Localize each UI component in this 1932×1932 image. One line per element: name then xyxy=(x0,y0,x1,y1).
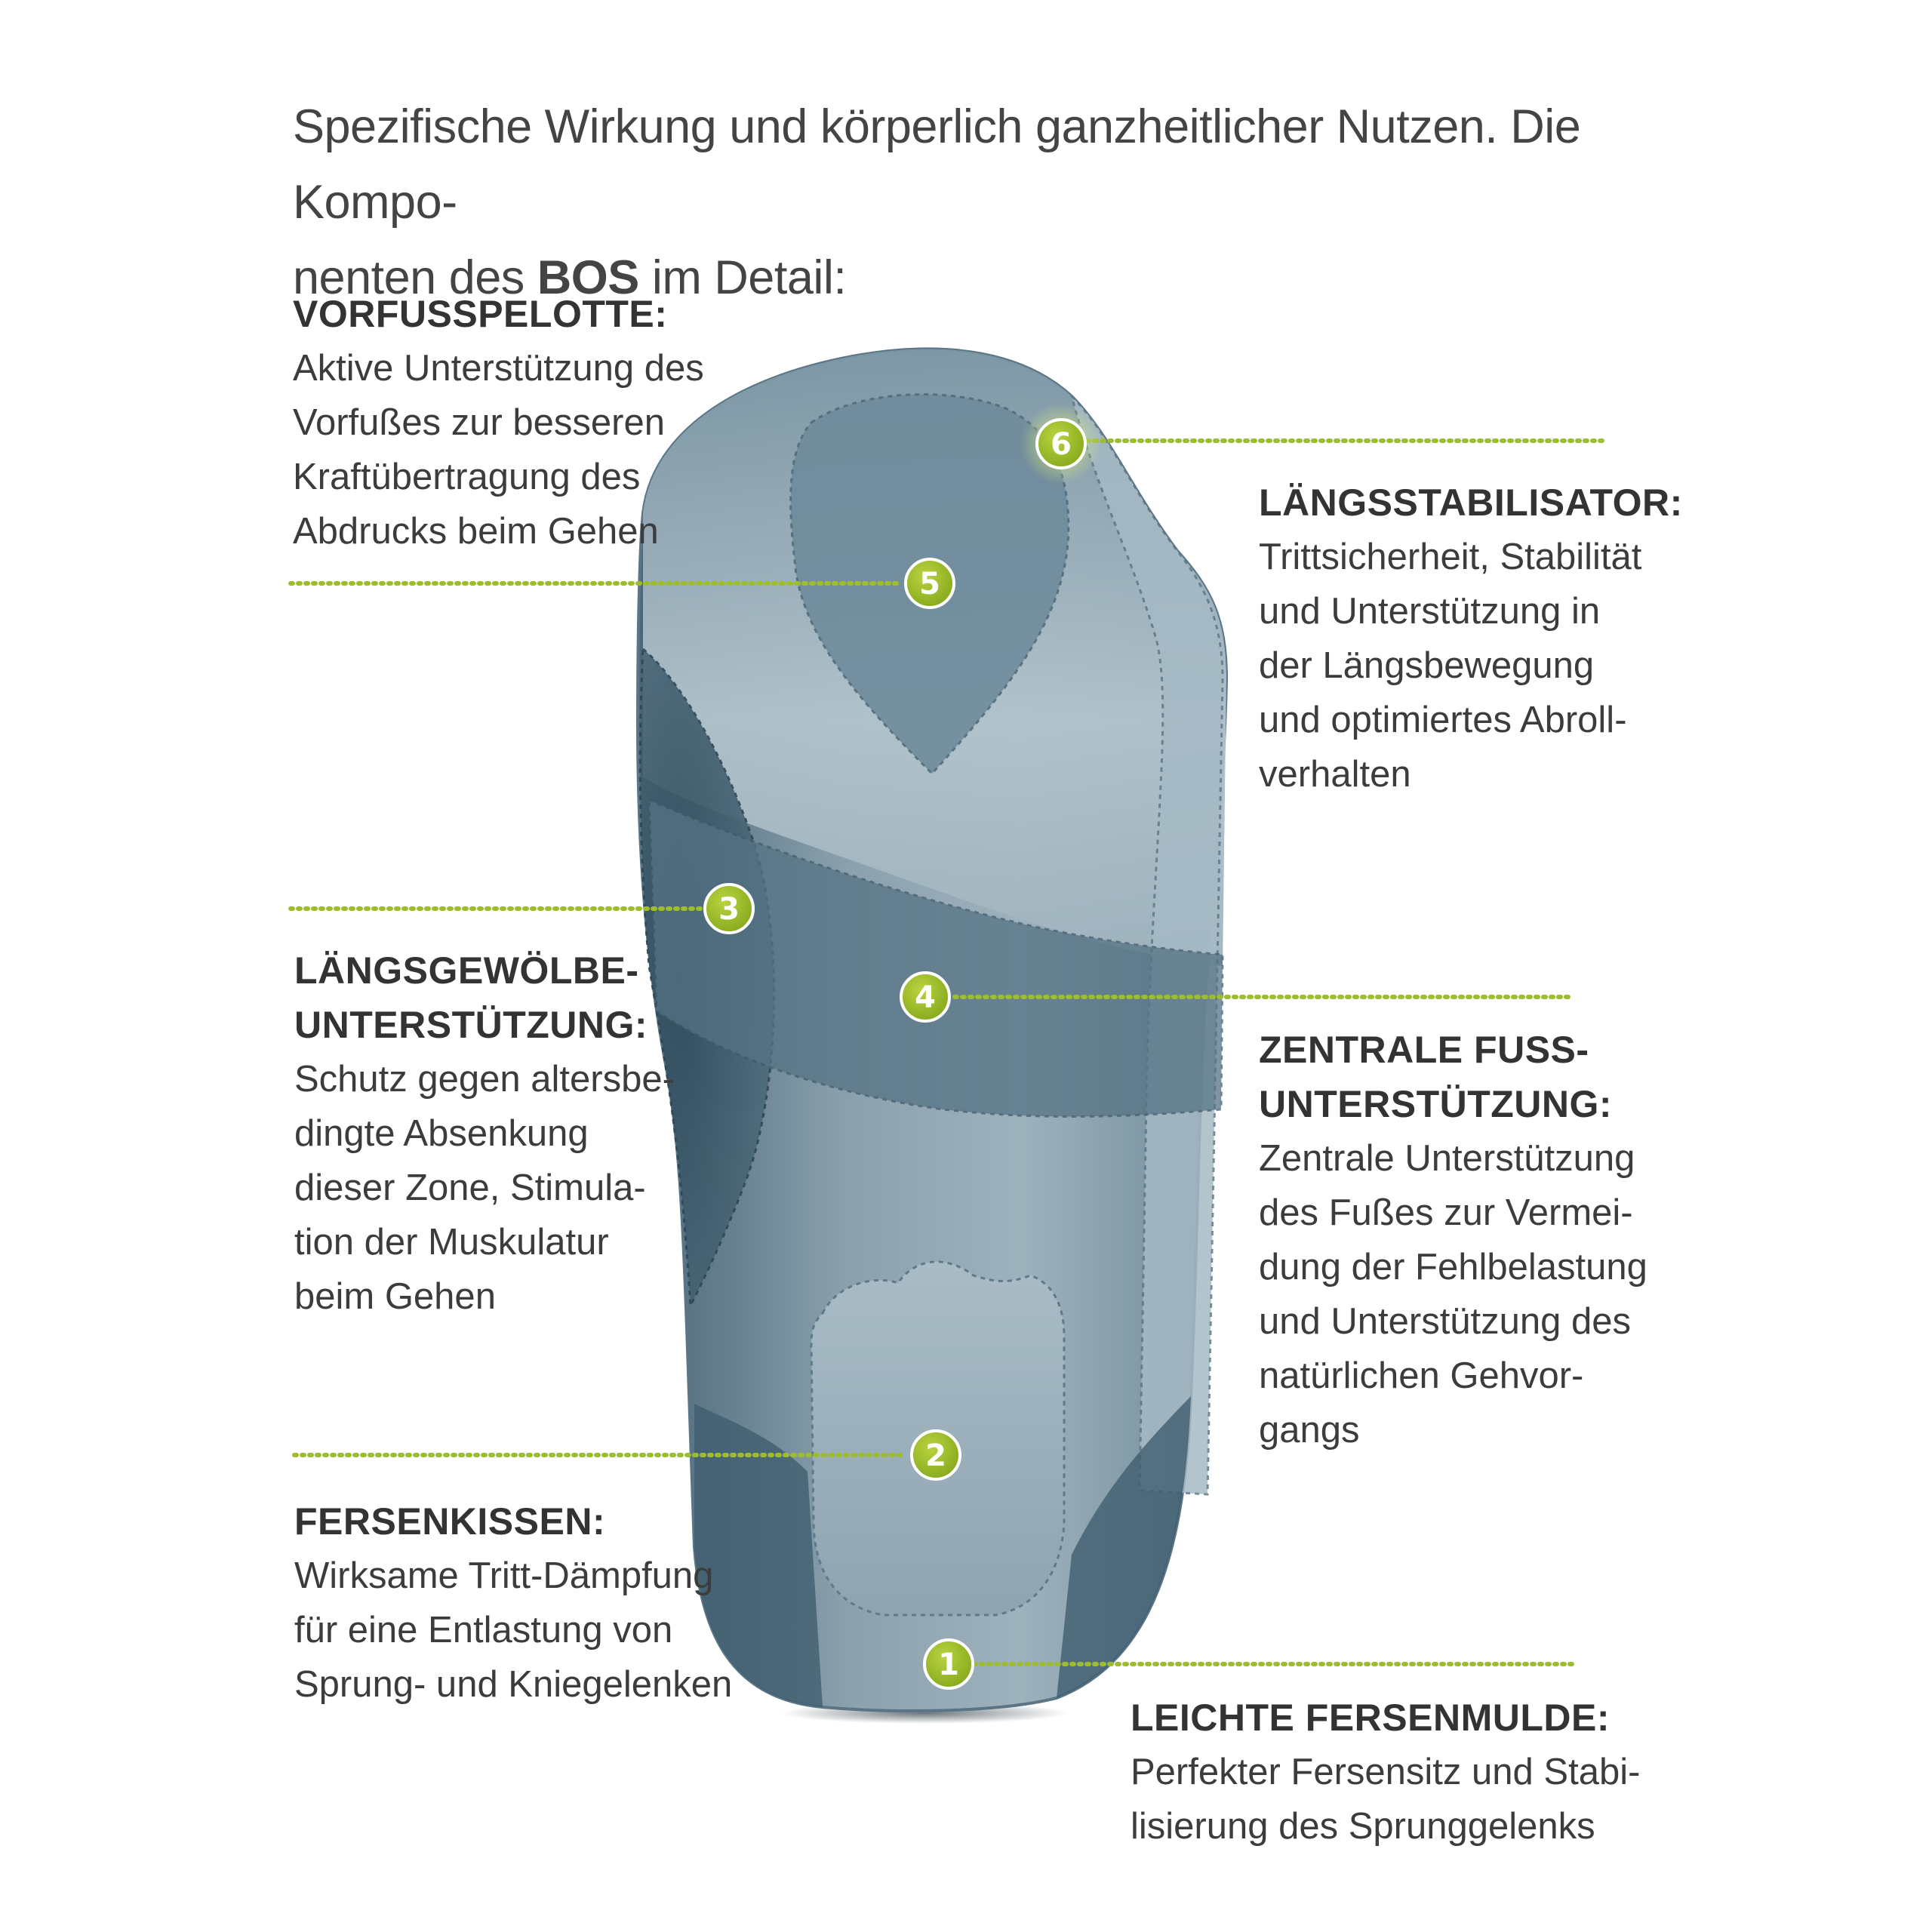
label-laengsstabilisator-line-5: verhalten xyxy=(1259,754,1411,795)
label-laengsgewoelbe-title-1: LÄNGSGEWÖLBE- xyxy=(294,949,639,992)
marker-4-number: 4 xyxy=(915,980,936,1015)
label-fersenmulde-line-2: lisierung des Sprunggelenks xyxy=(1131,1806,1595,1847)
marker-4: 4 xyxy=(900,971,951,1023)
label-fersenkissen-line-2: für eine Entlastung von xyxy=(294,1610,673,1651)
label-laengsstabilisator-line-4: und optimiertes Abroll- xyxy=(1259,700,1627,740)
label-zentrale-line-4: und Unterstützung des xyxy=(1259,1301,1632,1342)
label-laengsstabilisator-line-3: der Längsbewegung xyxy=(1259,645,1595,686)
label-vorfusspelotte: VORFUSSPELOTTE: Aktive Unterstützung des… xyxy=(293,287,704,558)
label-fersenkissen: FERSENKISSEN: Wirksame Tritt-Dämpfung fü… xyxy=(294,1494,732,1712)
intro-line-1: Spezifische Wirkung und körperlich ganzh… xyxy=(293,100,1581,229)
label-laengsgewoelbe: LÄNGSGEWÖLBE- UNTERSTÜTZUNG: Schutz gege… xyxy=(294,943,675,1324)
label-laengsstabilisator-title: LÄNGSSTABILISATOR: xyxy=(1259,481,1683,524)
marker-1: 1 xyxy=(923,1638,974,1690)
label-vorfusspelotte-title: VORFUSSPELOTTE: xyxy=(293,293,668,335)
label-zentrale-title-2: UNTERSTÜTZUNG: xyxy=(1259,1083,1613,1125)
label-laengsgewoelbe-line-5: beim Gehen xyxy=(294,1276,496,1317)
leader-lines xyxy=(288,438,1606,1666)
marker-6: 6 xyxy=(1020,403,1102,485)
label-zentrale-line-1: Zentrale Unterstützung xyxy=(1259,1138,1635,1179)
label-laengsstabilisator-line-1: Trittsicherheit, Stabilität xyxy=(1259,537,1642,577)
label-vorfusspelotte-line-2: Vorfußes zur besseren xyxy=(293,402,665,443)
marker-3: 3 xyxy=(703,883,755,934)
label-fersenmulde-line-1: Perfekter Fersensitz und Stabi- xyxy=(1131,1752,1641,1792)
label-laengsgewoelbe-title-2: UNTERSTÜTZUNG: xyxy=(294,1004,648,1046)
marker-6-number: 6 xyxy=(1051,427,1072,462)
label-zentrale-line-3: dung der Fehlbelastung xyxy=(1259,1247,1647,1287)
label-laengsgewoelbe-line-1: Schutz gegen altersbe- xyxy=(294,1059,675,1100)
central-support-band xyxy=(648,798,1224,1118)
label-laengsgewoelbe-line-2: dingte Absenkung xyxy=(294,1113,589,1154)
heel-cup-right xyxy=(1057,1396,1191,1698)
brand-name: BOS xyxy=(537,251,640,304)
intro-line-2: nenten des BOS im Detail: xyxy=(293,251,847,304)
marker-2-number: 2 xyxy=(925,1438,946,1473)
label-vorfusspelotte-line-1: Aktive Unterstützung des xyxy=(293,348,704,389)
label-zentrale-line-5: natürlichen Gehvor- xyxy=(1259,1355,1584,1396)
label-zentrale: ZENTRALE FUSS- UNTERSTÜTZUNG: Zentrale U… xyxy=(1259,1023,1647,1457)
label-fersenkissen-title: FERSENKISSEN: xyxy=(294,1500,606,1543)
intro-text: Spezifische Wirkung und körperlich ganzh… xyxy=(293,89,1621,315)
label-vorfusspelotte-line-4: Abdrucks beim Gehen xyxy=(293,511,659,552)
label-laengsgewoelbe-line-3: dieser Zone, Stimula- xyxy=(294,1168,646,1208)
marker-5: 5 xyxy=(904,558,955,609)
label-laengsgewoelbe-line-4: tion der Muskulatur xyxy=(294,1222,609,1263)
label-laengsstabilisator: LÄNGSSTABILISATOR: Trittsicherheit, Stab… xyxy=(1259,475,1683,801)
label-fersenkissen-line-3: Sprung- und Kniegelenken xyxy=(294,1664,733,1705)
label-zentrale-line-2: des Fußes zur Vermei- xyxy=(1259,1192,1633,1233)
label-vorfusspelotte-line-3: Kraftübertragung des xyxy=(293,457,641,497)
marker-1-number: 1 xyxy=(938,1647,959,1682)
label-zentrale-line-6: gangs xyxy=(1259,1410,1360,1451)
label-fersenmulde-title: LEICHTE FERSENMULDE: xyxy=(1131,1697,1610,1739)
marker-2: 2 xyxy=(910,1429,961,1481)
label-fersenmulde: LEICHTE FERSENMULDE: Perfekter Fersensit… xyxy=(1131,1690,1640,1854)
label-fersenkissen-line-1: Wirksame Tritt-Dämpfung xyxy=(294,1555,714,1596)
marker-3-number: 3 xyxy=(718,892,740,927)
label-zentrale-title-1: ZENTRALE FUSS- xyxy=(1259,1029,1589,1071)
heel-cup xyxy=(694,1404,823,1707)
label-laengsstabilisator-line-2: und Unterstützung in xyxy=(1259,591,1601,632)
marker-5-number: 5 xyxy=(919,567,940,601)
